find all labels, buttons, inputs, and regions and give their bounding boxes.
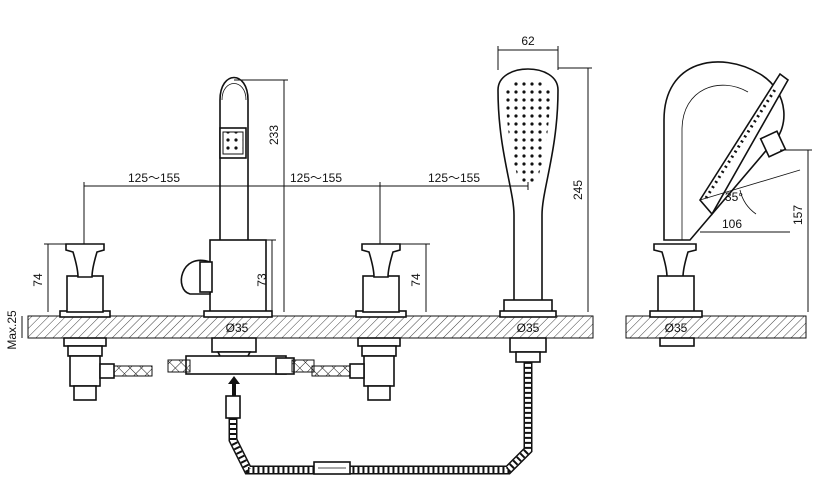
deck-side-view [625, 315, 807, 339]
side-view-faucet [649, 61, 801, 347]
deck-front-view [27, 315, 594, 339]
dim-h73-center: 73 [255, 273, 269, 287]
dim-height-157: 157 [791, 205, 805, 225]
dim-width-62: 62 [521, 34, 535, 48]
dim-dia-side: Ø35 [665, 321, 688, 335]
dim-angle: 35° [725, 190, 743, 204]
dim-span-mid: 125～155 [290, 171, 342, 185]
dim-height-245: 245 [571, 180, 585, 200]
dim-h74-right: 74 [409, 273, 423, 287]
shower-hose [228, 362, 533, 475]
dim-h74-left: 74 [31, 273, 45, 287]
dim-height-233: 233 [267, 125, 281, 145]
dim-dia-center: Ø35 [226, 321, 249, 335]
dim-span-left: 125～155 [128, 171, 180, 185]
dim-reach-106: 106 [722, 217, 742, 231]
dim-dia-right: Ø35 [517, 321, 540, 335]
right-valve [311, 243, 407, 401]
dimension-lines [21, 46, 812, 338]
left-valve [59, 243, 153, 401]
dim-max25: Max.25 [5, 310, 19, 350]
center-spout [167, 76, 315, 419]
dim-span-right: 125～155 [428, 171, 480, 185]
